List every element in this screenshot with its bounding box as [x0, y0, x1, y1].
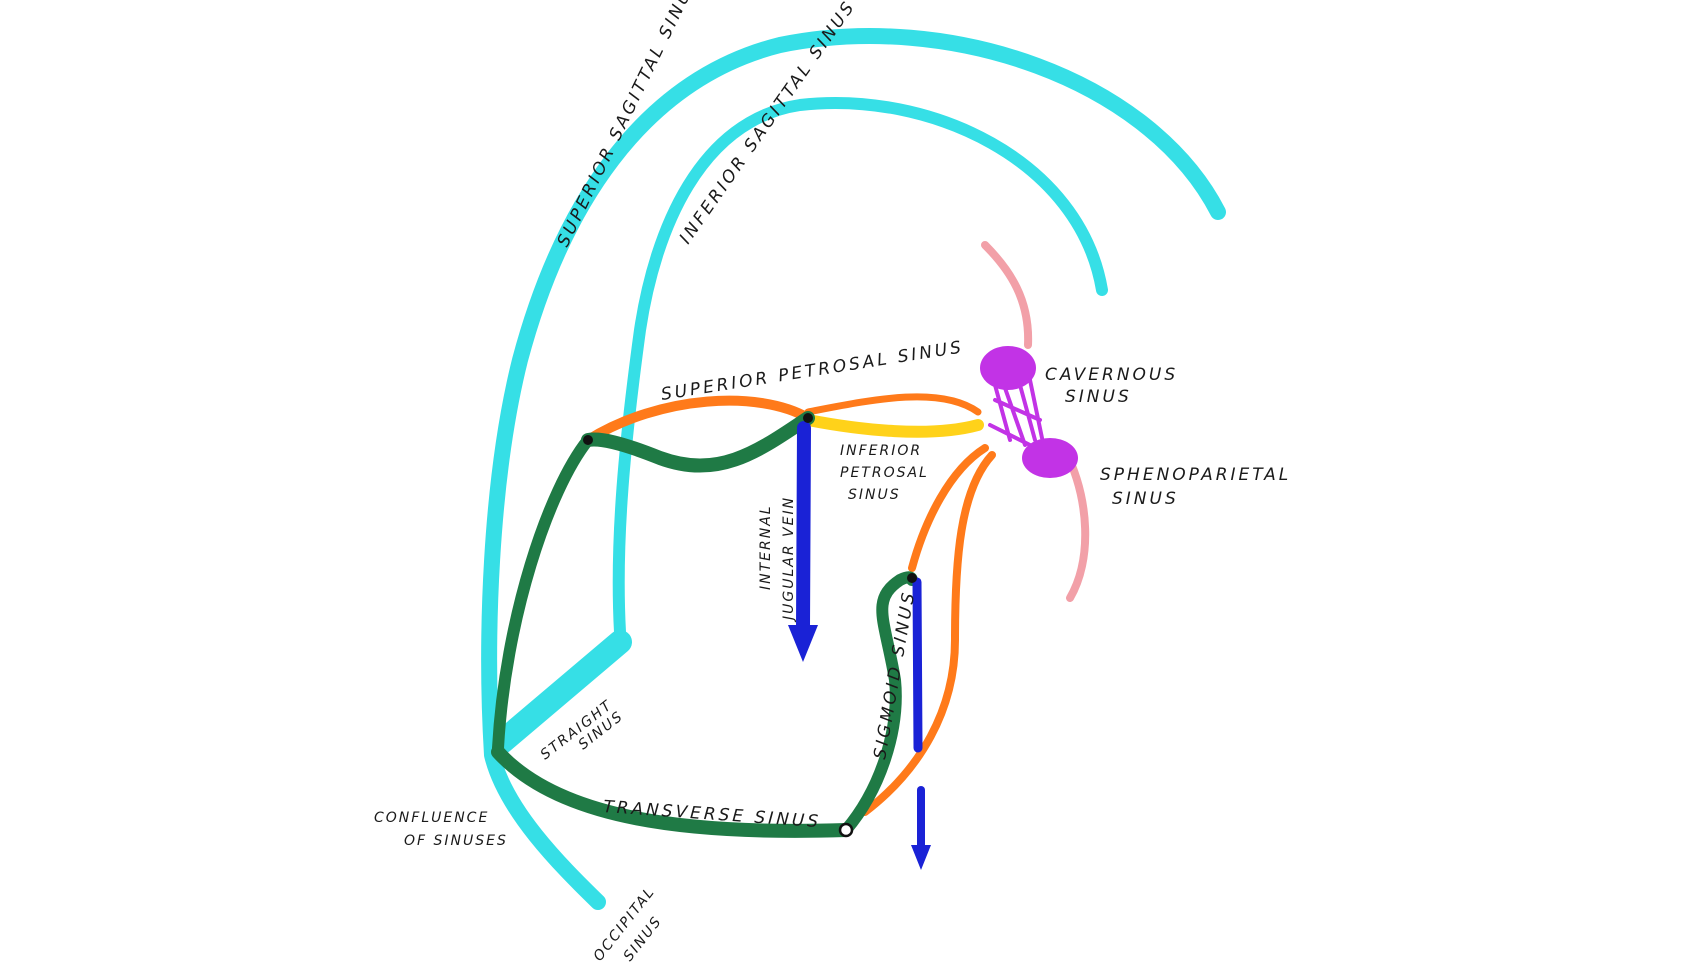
transverse-left-vessel — [492, 434, 594, 754]
label-inferior-petrosal-3: SINUS — [848, 487, 901, 503]
straight-sinus-vessel — [490, 630, 632, 754]
node-jugular-top — [803, 413, 813, 423]
label-inferior-petrosal-1: INFERIOR — [840, 443, 922, 459]
transverse-upper-vessel — [581, 411, 815, 473]
node-transverse-sigmoid — [838, 822, 854, 838]
label-cavernous-1: CAVERNOUS — [1045, 365, 1178, 385]
label-sphenoparietal-1: SPHENOPARIETAL — [1100, 465, 1291, 485]
superior-sagittal-sinus-vessel — [481, 28, 1226, 910]
label-inferior-petrosal-2: PETROSAL — [840, 465, 929, 481]
label-internal-jugular-2: JUGULAR VEIN — [781, 496, 797, 623]
petrosal-to-sigmoid-vessel-b — [861, 451, 996, 816]
internal-jugular-arrowhead — [788, 625, 818, 662]
label-inferior-sagittal-sinus: INFERIOR SAGITTAL SINUS — [676, 0, 860, 248]
intercavernous-network — [988, 378, 1044, 447]
node-petrosal-left — [583, 435, 593, 445]
petrosal-to-sigmoid-vessel-a — [908, 444, 989, 572]
label-confluence-1: CONFLUENCE — [374, 810, 489, 826]
sigmoid-jugular-vessel — [912, 577, 923, 753]
node-sigmoid-top — [907, 573, 917, 583]
inferior-sagittal-sinus-vessel — [612, 97, 1108, 638]
cavernous-sinus-blob — [980, 346, 1036, 390]
transverse-sinus-vessel — [491, 745, 853, 838]
label-sphenoparietal-2: SINUS — [1112, 489, 1179, 509]
sphenoparietal-sinus-blob — [1022, 438, 1078, 478]
lower-jugular-arrowhead — [911, 845, 931, 870]
inferior-petrosal-sinus-vessel — [802, 414, 984, 438]
sphenoparietal-sinus-upper-vessel — [981, 241, 1033, 349]
label-cavernous-2: SINUS — [1065, 387, 1132, 407]
label-confluence-2: OF SINUSES — [404, 833, 508, 849]
internal-jugular-vein-vessel — [796, 421, 811, 635]
superior-petrosal-sinus-vessel — [583, 395, 813, 445]
label-internal-jugular-1: INTERNAL — [758, 504, 774, 590]
superior-petrosal-sinus-upper-vessel — [804, 393, 982, 416]
